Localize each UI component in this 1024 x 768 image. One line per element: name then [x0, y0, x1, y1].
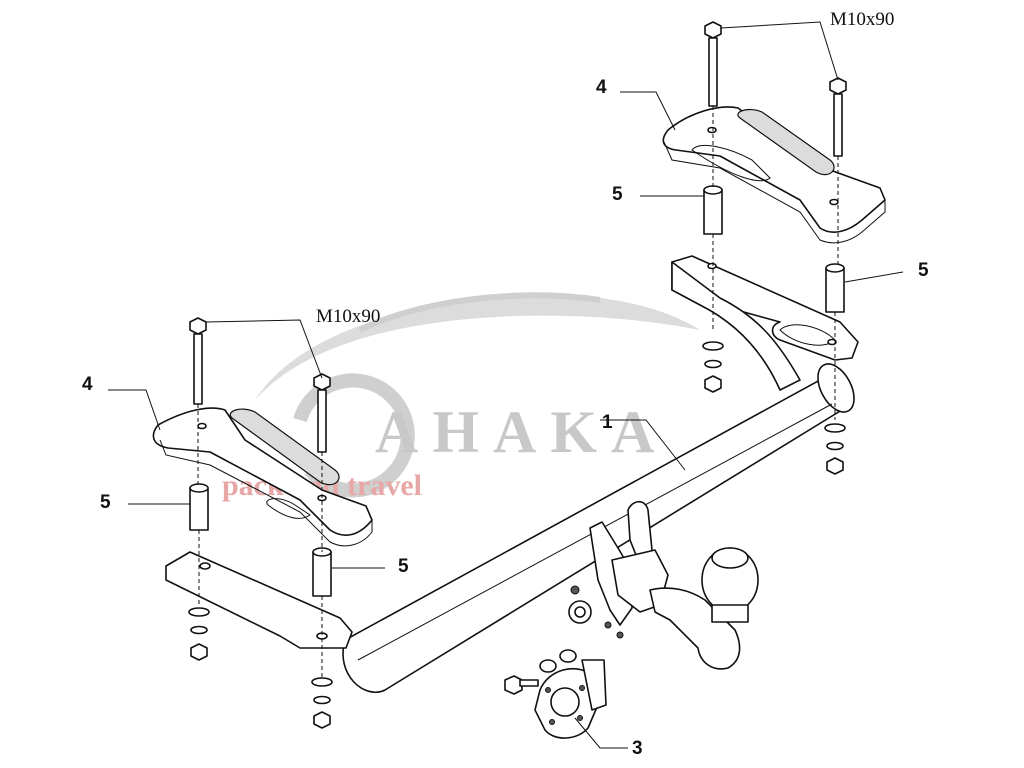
right-clamp-plate [662, 106, 886, 244]
watermark-brand: AHAKA [375, 399, 668, 465]
fastener-stack-left-1 [188, 607, 210, 661]
socket-plate [534, 659, 607, 739]
bolt-left-1 [189, 317, 207, 405]
left-mount-bracket [165, 551, 353, 649]
callout-part4-right: 4 [596, 77, 607, 98]
bolt-spec-right: M10x90 [830, 9, 894, 30]
bolt-spec-left: M10x90 [316, 306, 380, 327]
callout-part4-left: 4 [82, 374, 93, 395]
callout-part5-right-upper: 5 [612, 184, 623, 205]
spacer-right-upper [703, 185, 723, 235]
bolt-left-2 [313, 373, 331, 453]
tow-ball-assembly [568, 500, 759, 670]
spacer-right-lower [825, 263, 845, 313]
socket-fasteners [504, 649, 577, 695]
watermark-car-roof [358, 292, 601, 333]
right-mount-bracket [671, 255, 859, 391]
leader-lines [108, 21, 904, 749]
fastener-stack-right-1 [702, 341, 724, 393]
callout-part3: 3 [632, 738, 643, 759]
left-clamp-plate [152, 407, 373, 547]
spacer-left-upper [189, 483, 209, 531]
bolt-right-2 [829, 77, 847, 157]
spacer-left-lower [312, 547, 332, 597]
alignment-lines [197, 106, 839, 684]
bolt-right-1 [704, 21, 722, 107]
callout-part5-right-lower: 5 [918, 260, 929, 281]
callout-part5-left-lower: 5 [398, 556, 409, 577]
fastener-stack-right-2 [824, 423, 846, 475]
fastener-stack-left-2 [311, 677, 333, 729]
watermark-car-swoosh [255, 294, 700, 400]
callout-part5-left-upper: 5 [100, 492, 111, 513]
callout-part1: 1 [602, 412, 613, 433]
